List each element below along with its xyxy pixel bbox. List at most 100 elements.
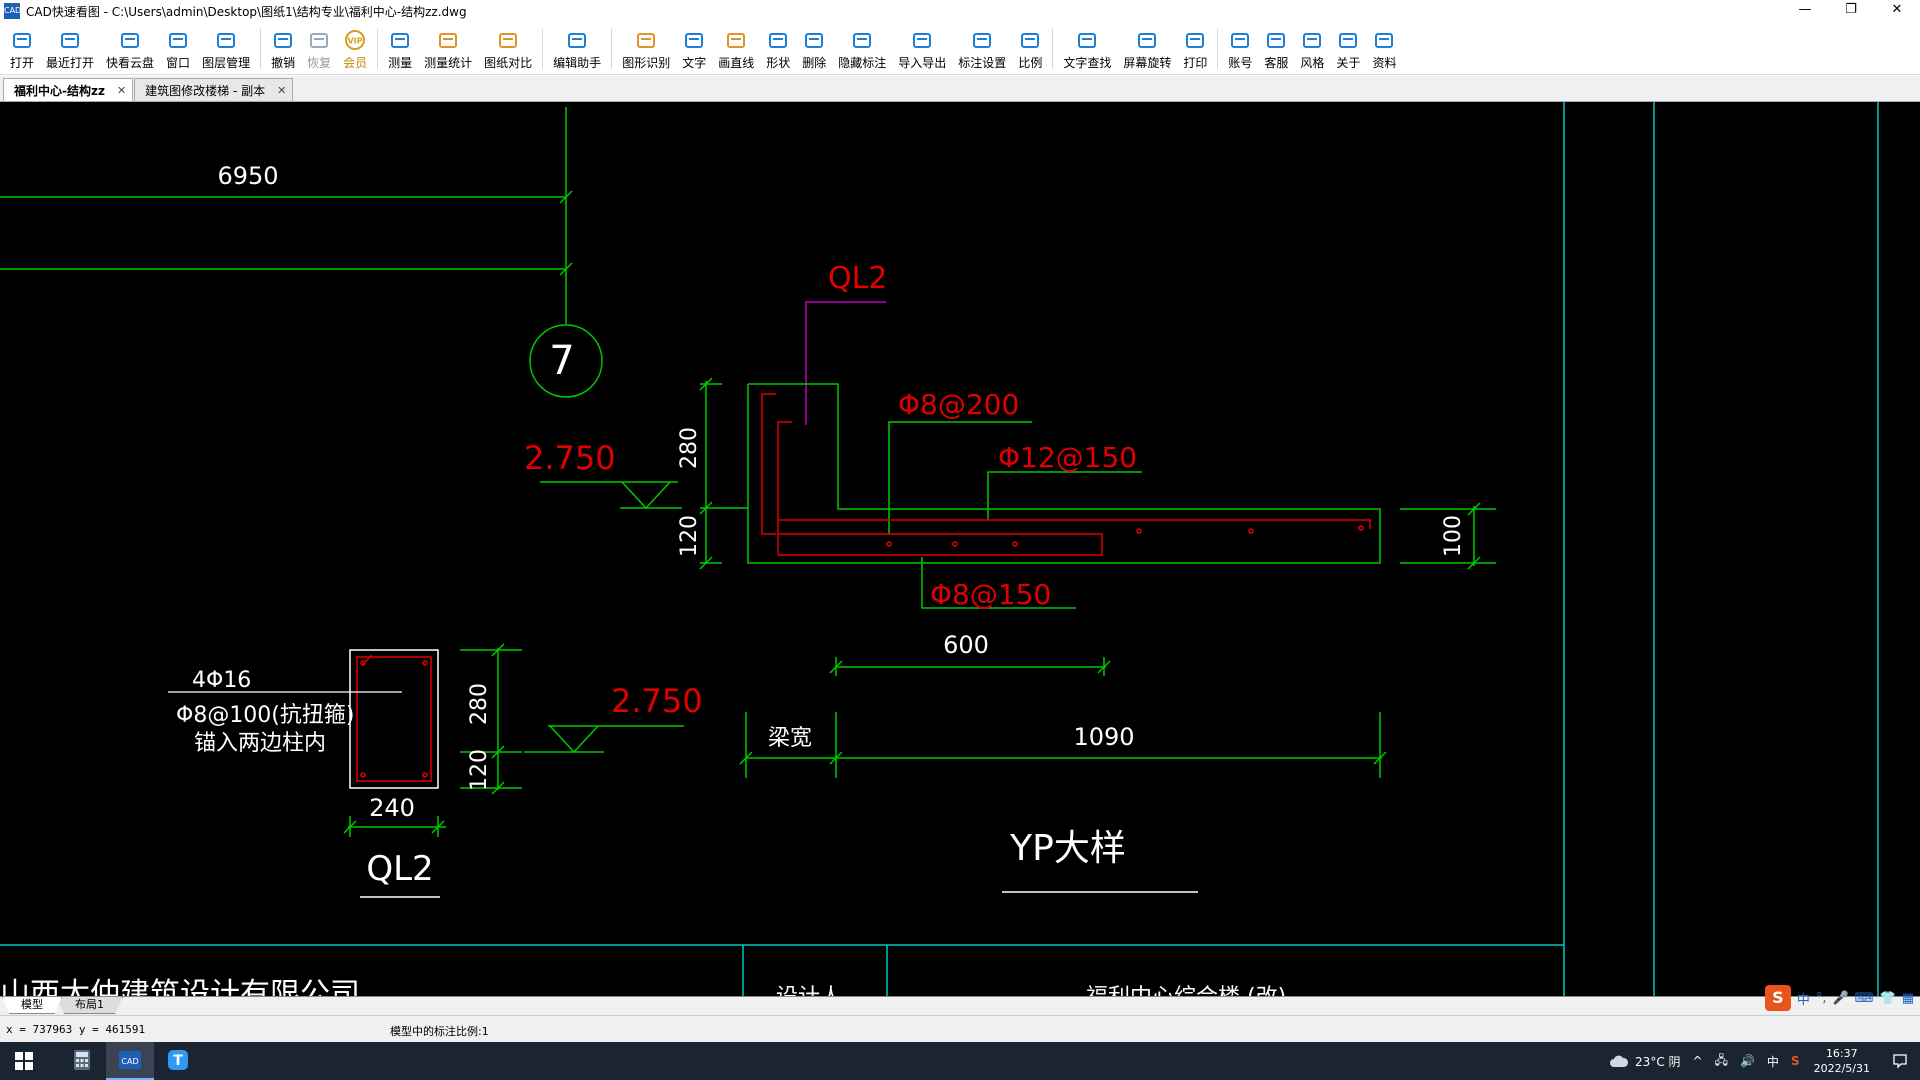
ime-menu-icon[interactable]: ▦ (1901, 990, 1914, 1006)
show-hidden-icons-icon[interactable]: ^ (1692, 1054, 1703, 1068)
top-dimension-lines (0, 107, 603, 398)
network-icon[interactable]: 🖧 (1714, 1052, 1728, 1067)
tab-document-1[interactable]: 福利中心-结构zz ✕ (3, 78, 134, 101)
toolbar-button-3[interactable]: 快看云盘 (100, 22, 160, 75)
section-rebar-2: Φ8@100(抗扭箍) (176, 703, 354, 728)
toolbar-button-5[interactable]: 图层管理 (196, 22, 256, 75)
toolbar-button-4[interactable]: 窗口 (160, 22, 196, 75)
toolbar-button-label: 文字查找 (1063, 56, 1112, 70)
window-controls: — ❐ ✕ (1782, 0, 1920, 22)
toolbar-button-20[interactable]: 标注设置 (952, 22, 1012, 75)
drawing-canvas[interactable]: 6950 7 QL2 (0, 102, 1920, 996)
tab-layout1[interactable]: 布局1 (56, 997, 123, 1014)
undo-icon (274, 33, 293, 48)
folder-open-icon (13, 33, 31, 48)
dim-120-text: 120 (677, 515, 702, 557)
close-button[interactable]: ✕ (1891, 2, 1903, 17)
section-width-text: 240 (369, 794, 415, 822)
cloud-weather-icon (1610, 1055, 1629, 1067)
windows-logo-icon (15, 1052, 33, 1070)
toolbar-separator (611, 29, 613, 69)
toolbar-button-21[interactable]: 比例 (1012, 22, 1048, 75)
top-dimension-text: 6950 (217, 162, 278, 190)
microphone-icon[interactable]: 🎤 (1832, 990, 1849, 1006)
toolbar-button-2[interactable]: 最近打开 (40, 22, 100, 75)
toolbar-button-9[interactable]: 测量 (382, 22, 418, 75)
sogou-tray-icon[interactable]: S (1790, 1054, 1800, 1068)
section-dim-120: 120 (467, 749, 492, 791)
close-icon[interactable]: ✕ (277, 83, 287, 97)
layout-tabs: 模型 布局1 S 中 °, 🎤 ⌨ 👕 ▦ (0, 985, 1920, 1015)
ime-mode-icon[interactable]: 中 (1796, 992, 1810, 1008)
axis-label-text: 7 (549, 338, 574, 384)
titleblock-company-text: 山西太仲建筑设计有限公司 (0, 977, 360, 996)
toolbar-button-13[interactable]: 图形识别 (616, 22, 676, 75)
toolbar-button-17[interactable]: 删除 (796, 22, 832, 75)
eye-hide-icon (853, 33, 872, 48)
taskbar-cad-viewer[interactable]: CAD (106, 1042, 154, 1080)
tab-document-2[interactable]: 建筑图修改楼梯 - 副本 ✕ (134, 78, 294, 101)
toolbar-button-27[interactable]: 风格 (1294, 22, 1330, 75)
toolbar-button-26[interactable]: 客服 (1258, 22, 1294, 75)
toolbar-button-label: 资料 (1372, 56, 1397, 70)
taskbar-calculator[interactable] (58, 1042, 106, 1080)
toolbar-button-12[interactable]: 编辑助手 (547, 22, 607, 75)
toolbar-button-label: 文字 (682, 56, 707, 70)
yp-rebar-lines (761, 393, 1371, 556)
skin-icon[interactable]: 👕 (1879, 990, 1896, 1006)
scale-icon (1021, 33, 1040, 48)
cad-drawing[interactable]: 6950 7 QL2 (0, 102, 1920, 996)
dim-280-text: 280 (677, 427, 702, 469)
tab-model[interactable]: 模型 (2, 997, 62, 1014)
toolbar-button-18[interactable]: 隐藏标注 (832, 22, 892, 75)
sogou-ime-icon[interactable]: S (1764, 985, 1791, 1011)
weather-text[interactable]: 23°C 阴 (1635, 1054, 1681, 1069)
toolbar-button-10[interactable]: 测量统计 (418, 22, 478, 75)
toolbar-button-7[interactable]: 恢复 (301, 22, 337, 75)
toolbar-button-label: 打开 (10, 56, 35, 70)
toolbar-button-label: 比例 (1018, 56, 1043, 70)
restore-button[interactable]: ❐ (1845, 2, 1857, 17)
toolbar-button-28[interactable]: 关于 (1330, 22, 1366, 75)
toolbar-button-11[interactable]: 图纸对比 (478, 22, 538, 75)
notification-center-button[interactable] (1880, 1042, 1920, 1080)
compare-icon (499, 33, 518, 48)
toolbar-button-23[interactable]: 屏幕旋转 (1117, 22, 1177, 75)
measure-stats-icon (439, 33, 458, 48)
toolbar-button-1[interactable]: 打开 (4, 22, 40, 75)
toolbar-button-25[interactable]: 账号 (1222, 22, 1258, 75)
toolbar-button-24[interactable]: 打印 (1177, 22, 1213, 75)
beam-name-label: QL2 (828, 261, 887, 296)
beam-width-label: 梁宽 (768, 726, 812, 751)
beam-leader-line (805, 301, 886, 425)
toolbar-button-6[interactable]: 撤销 (265, 22, 301, 75)
volume-icon[interactable]: 🔊 (1739, 1054, 1755, 1068)
input-language-icon[interactable]: 中 (1766, 1054, 1779, 1069)
vip-icon: VIP (345, 30, 366, 50)
toolbar-button-29[interactable]: 资料 (1366, 22, 1402, 75)
toolbar-button-22[interactable]: 文字查找 (1057, 22, 1117, 75)
ruler-icon (391, 33, 410, 48)
rebar-bottom-label: Φ8@150 (930, 578, 1051, 611)
shape-icon (769, 33, 788, 48)
windows-start-button[interactable] (0, 1042, 48, 1080)
text-search-icon (1078, 33, 1097, 48)
toolbar-button-14[interactable]: 文字 (676, 22, 712, 75)
ql2-section-rebar (356, 654, 432, 782)
taskbar-tencent-meeting[interactable]: T (154, 1042, 202, 1080)
keyboard-icon[interactable]: ⌨ (1854, 990, 1874, 1006)
toolbar-button-19[interactable]: 导入导出 (892, 22, 952, 75)
system-clock[interactable]: 16:37 2022/5/31 (1814, 1046, 1870, 1076)
toolbar-button-label: 图形识别 (622, 56, 671, 70)
edit-assistant-icon (568, 33, 587, 48)
ql2-section-dimensions (343, 643, 684, 837)
window-title: CAD快速看图 - C:\Users\admin\Desktop\图纸1\结构专… (26, 4, 467, 19)
ime-punct-icon[interactable]: °, (1815, 990, 1827, 1006)
close-icon[interactable]: ✕ (116, 83, 127, 97)
style-icon (1303, 33, 1322, 48)
toolbar-button-15[interactable]: 画直线 (712, 22, 760, 75)
minimize-button[interactable]: — (1798, 2, 1812, 17)
toolbar-button-16[interactable]: 形状 (760, 22, 796, 75)
system-tray: 23°C 阴 ^ 🖧 🔊 中 S 16:37 2022/5/31 (1609, 1042, 1920, 1080)
